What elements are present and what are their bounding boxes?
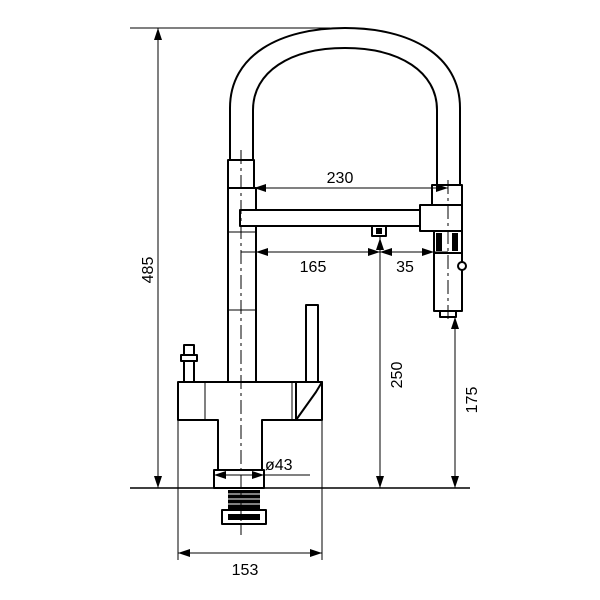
dimension-153: 153 xyxy=(177,420,323,579)
spout-column xyxy=(227,159,257,389)
dim-165-label: 165 xyxy=(300,259,327,276)
dim-175-label: 175 xyxy=(464,387,481,414)
dimension-43: ø43 xyxy=(214,457,310,479)
dimension-250: 250 xyxy=(376,236,406,488)
dim-250-label: 250 xyxy=(389,362,406,389)
spring-hose xyxy=(229,27,461,186)
dimension-175: 175 xyxy=(451,317,481,488)
mounting-shank xyxy=(221,490,267,525)
dim-230-label: 230 xyxy=(327,170,354,187)
dim-153-label: 153 xyxy=(232,562,259,579)
dim-485-label: 485 xyxy=(140,257,157,284)
right-lever xyxy=(295,304,323,421)
dimension-230: 230 xyxy=(254,170,448,192)
dimension-165-35: 165 35 xyxy=(241,248,448,276)
left-lever xyxy=(180,344,198,383)
horizontal-arm xyxy=(239,209,421,237)
dimension-485: 485 xyxy=(140,28,162,488)
dim-43-label: ø43 xyxy=(265,457,293,474)
dim-35-label: 35 xyxy=(396,259,414,276)
